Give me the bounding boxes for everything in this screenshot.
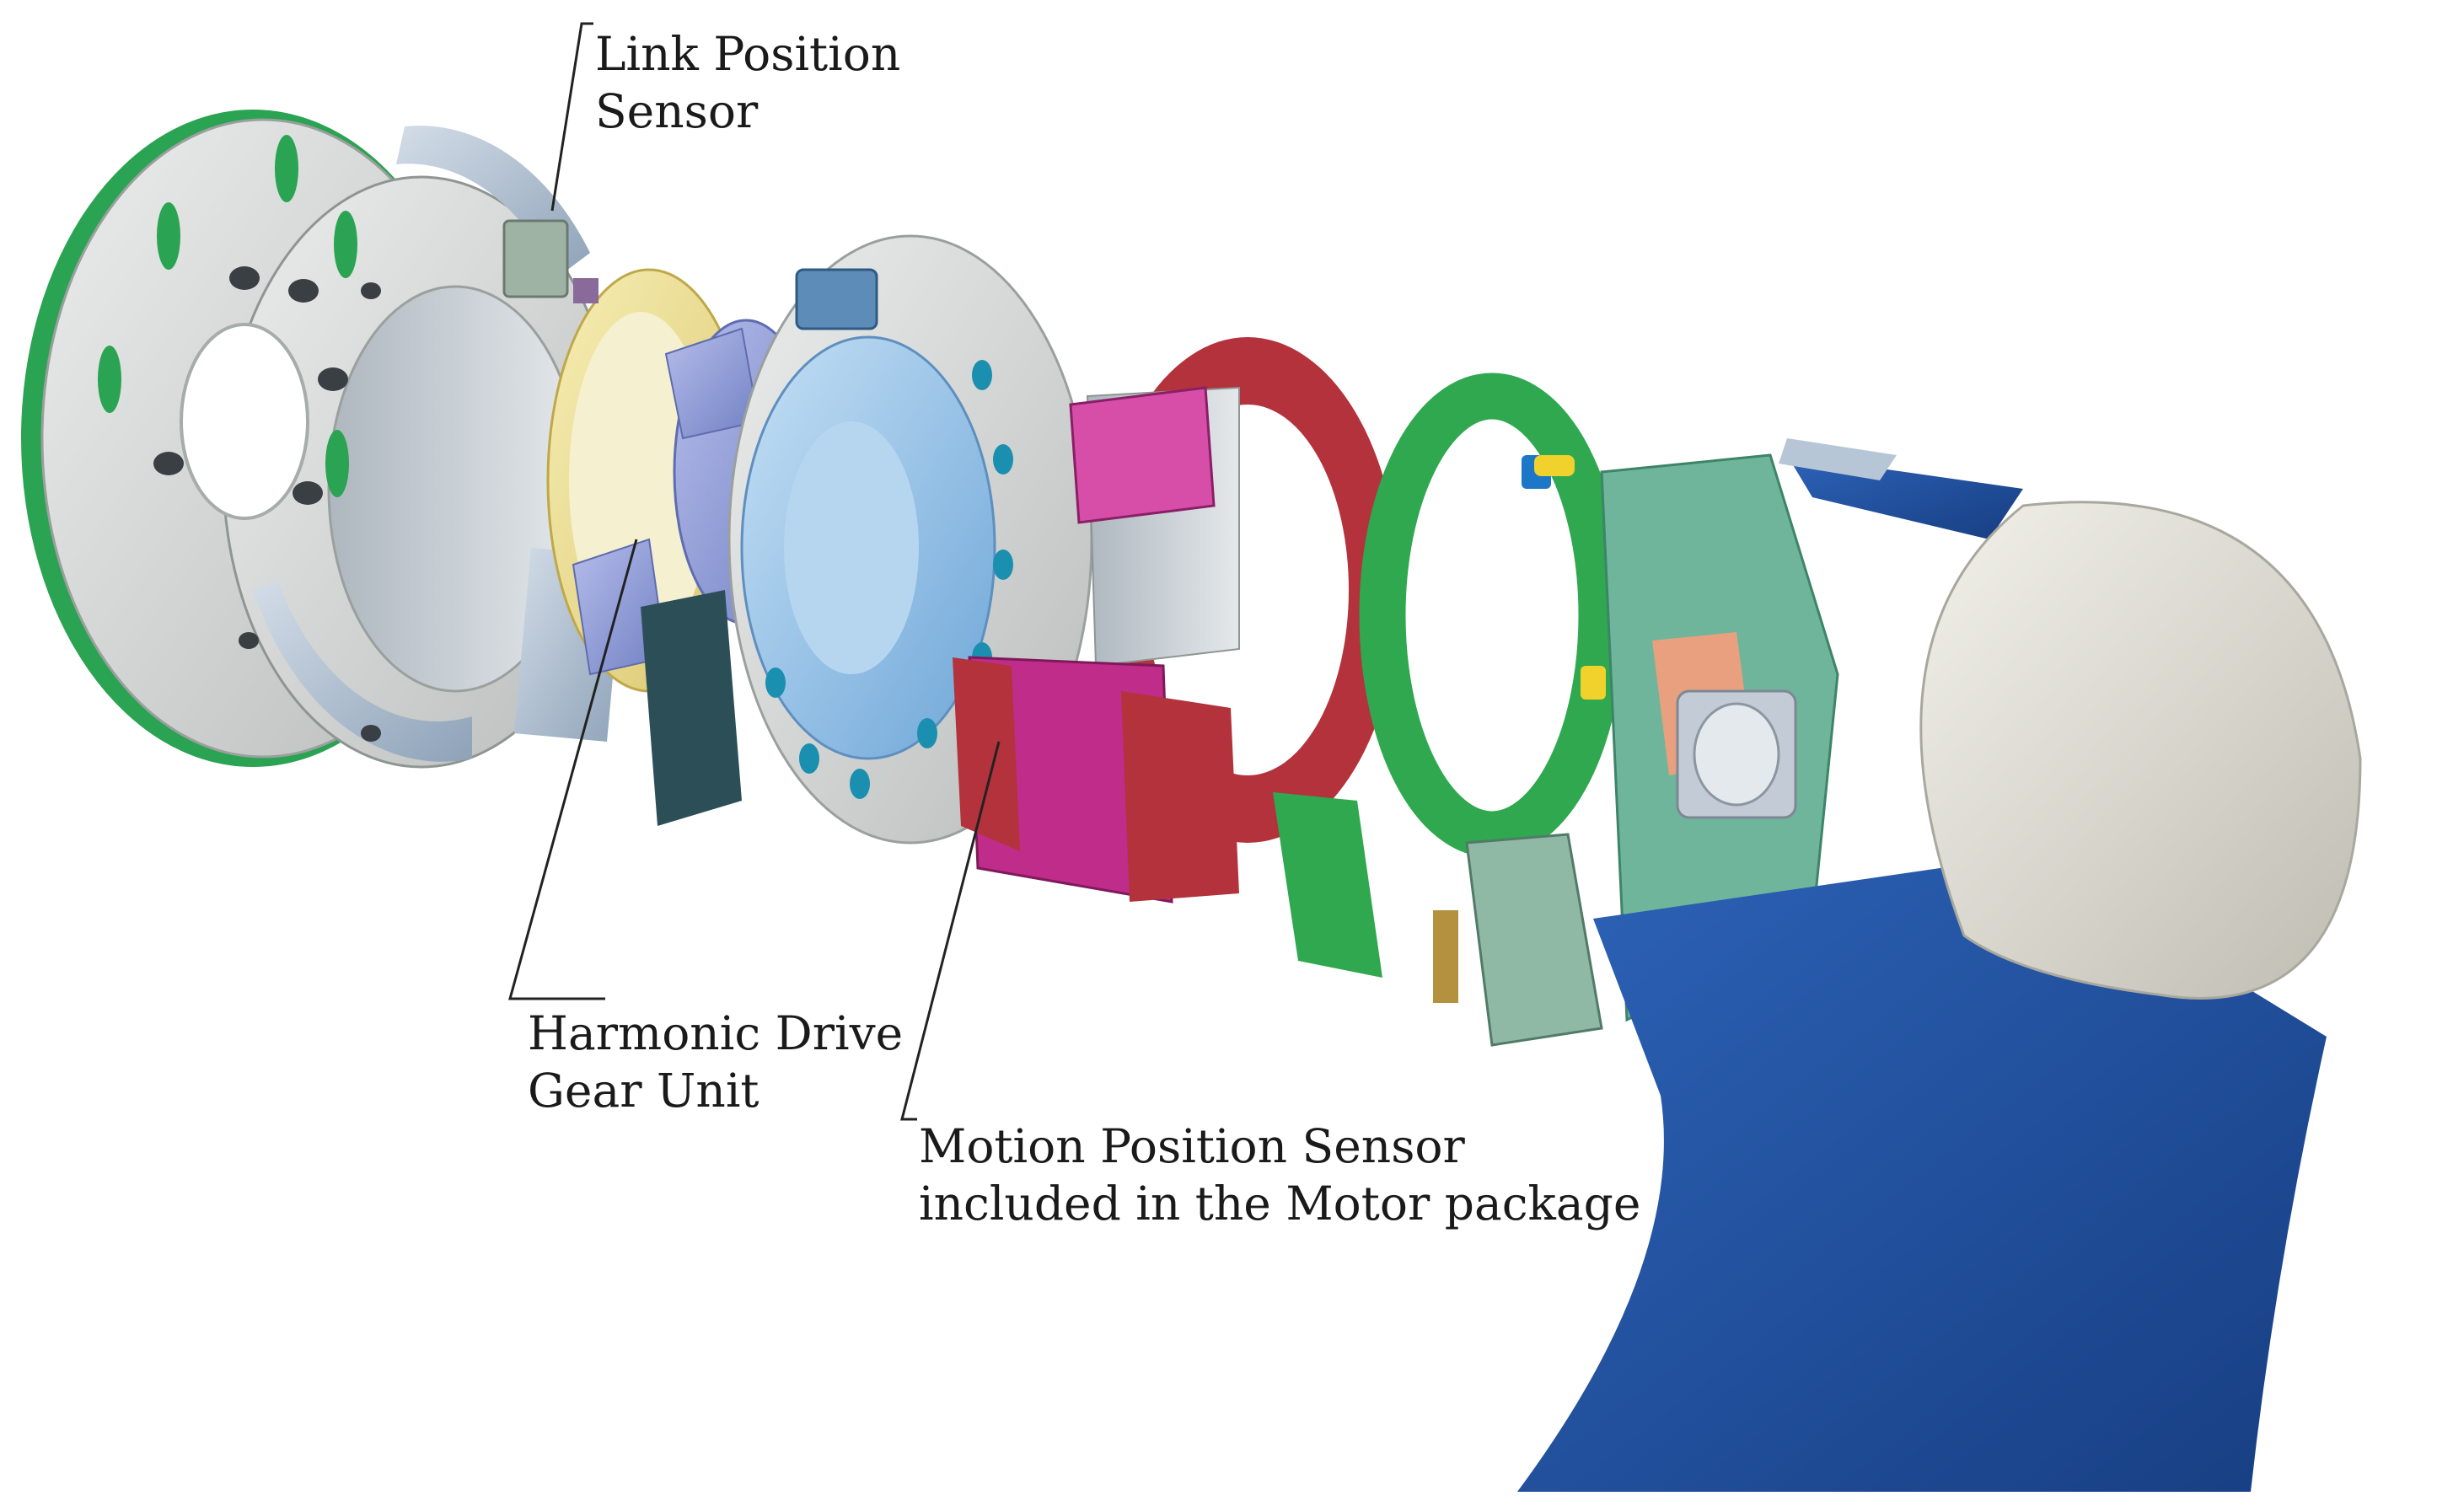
callout-harmonic-drive-gear-unit: Harmonic Drive Gear Unit (528, 1005, 903, 1119)
end-cap (1919, 501, 2362, 1000)
callout-link-position-sensor: Link Position Sensor (595, 25, 900, 140)
motion-sensor-pcb (1273, 373, 1625, 1003)
output-flange-housing (21, 110, 621, 769)
callout-line: Harmonic Drive (528, 1006, 904, 1060)
callout-line: included in the Motor package (919, 1177, 1641, 1231)
link-position-sensor-block (502, 219, 569, 298)
leader-harmonic-drive (508, 539, 638, 1000)
leader-lines (508, 22, 1001, 1121)
outer-cover (1517, 438, 2362, 1492)
motor-package (953, 337, 1399, 903)
callout-motion-position-sensor: Motion Position Sensor included in the M… (919, 1118, 1640, 1232)
callout-line: Gear Unit (528, 1064, 760, 1118)
callout-line: Motion Position Sensor (919, 1119, 1465, 1173)
flange-green-slots (98, 135, 357, 497)
leader-motion-position-sensor (900, 741, 1001, 1121)
callout-line: Sensor (595, 84, 759, 138)
electronics-board (1465, 453, 1839, 1047)
callout-line: Link Position (595, 27, 901, 81)
leader-link-position-sensor (550, 22, 593, 212)
flange-bolts (153, 266, 381, 742)
